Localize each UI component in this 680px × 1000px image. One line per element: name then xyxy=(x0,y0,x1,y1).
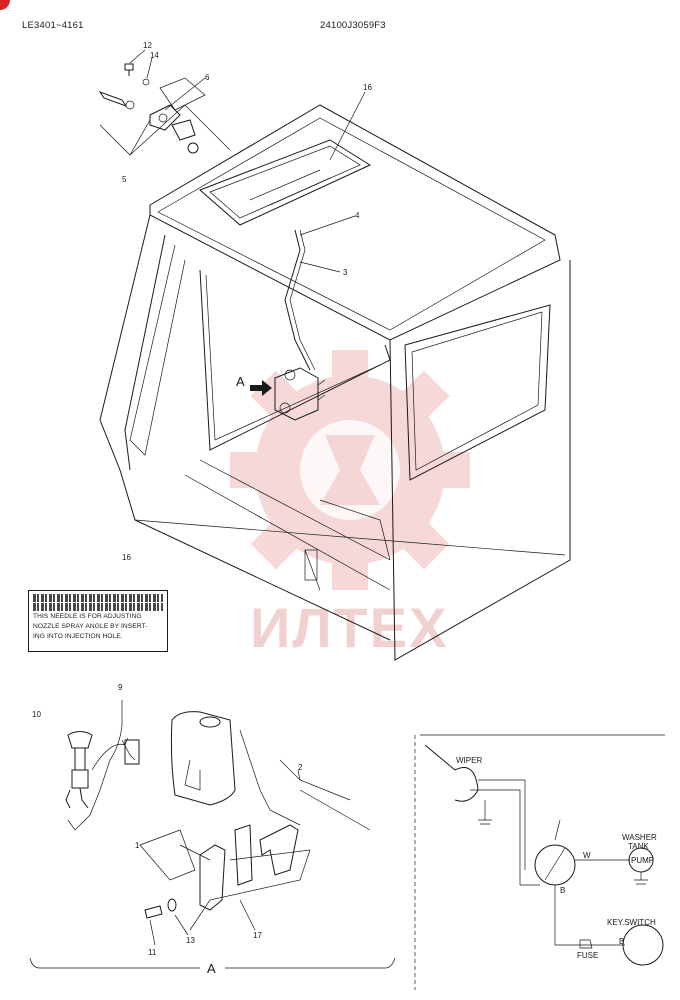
callout-A-bottom: A xyxy=(207,961,216,976)
callout-10: 10 xyxy=(32,710,41,719)
watermark-gear-icon xyxy=(230,350,470,590)
callout-4: 4 xyxy=(355,211,360,220)
label-line-1: THIS NEEDLE IS FOR ADJUSTING xyxy=(33,613,142,620)
pump-label: PUMP xyxy=(631,856,654,865)
label-line-3: ING INTO INJECTION HOLE. xyxy=(33,633,123,640)
callout-12: 12 xyxy=(143,41,152,50)
callout-3: 3 xyxy=(343,268,348,277)
callout-14: 14 xyxy=(150,51,159,60)
callout-11: 11 xyxy=(148,948,157,957)
callout-1: 1 xyxy=(135,841,140,850)
washer-label: WASHER xyxy=(622,833,657,842)
watermark-text: ИЛТЕХ xyxy=(250,596,449,659)
terminal-w: W xyxy=(583,851,591,860)
terminal-b1: B xyxy=(560,886,565,895)
terminal-b2: B xyxy=(619,937,624,946)
label-line-2: NOZZLE SPRAY ANGLE BY INSERT- xyxy=(33,623,148,630)
callout-9: 9 xyxy=(118,683,123,692)
part-number: 24100J3059F3 xyxy=(320,20,386,31)
japanese-text-line xyxy=(33,594,163,602)
wiper-label: WIPER xyxy=(456,756,482,765)
serial-range: LE3401~4161 xyxy=(22,20,84,31)
callout-2: 2 xyxy=(298,763,303,772)
tank-label: TANK xyxy=(628,842,649,851)
callout-5: 5 xyxy=(122,175,127,184)
callout-6: 6 xyxy=(205,73,210,82)
key-switch-label: KEY.SWITCH xyxy=(607,918,656,927)
corner-marker xyxy=(0,0,10,10)
callout-16a: 16 xyxy=(363,83,372,92)
fuse-label: FUSE xyxy=(577,951,598,960)
callout-13: 13 xyxy=(186,936,195,945)
callout-16b: 16 xyxy=(122,553,131,562)
callout-A: A xyxy=(236,374,245,389)
instruction-label-16: THIS NEEDLE IS FOR ADJUSTING NOZZLE SPRA… xyxy=(28,590,168,652)
callout-17: 17 xyxy=(253,931,262,940)
japanese-text-line xyxy=(33,603,163,611)
